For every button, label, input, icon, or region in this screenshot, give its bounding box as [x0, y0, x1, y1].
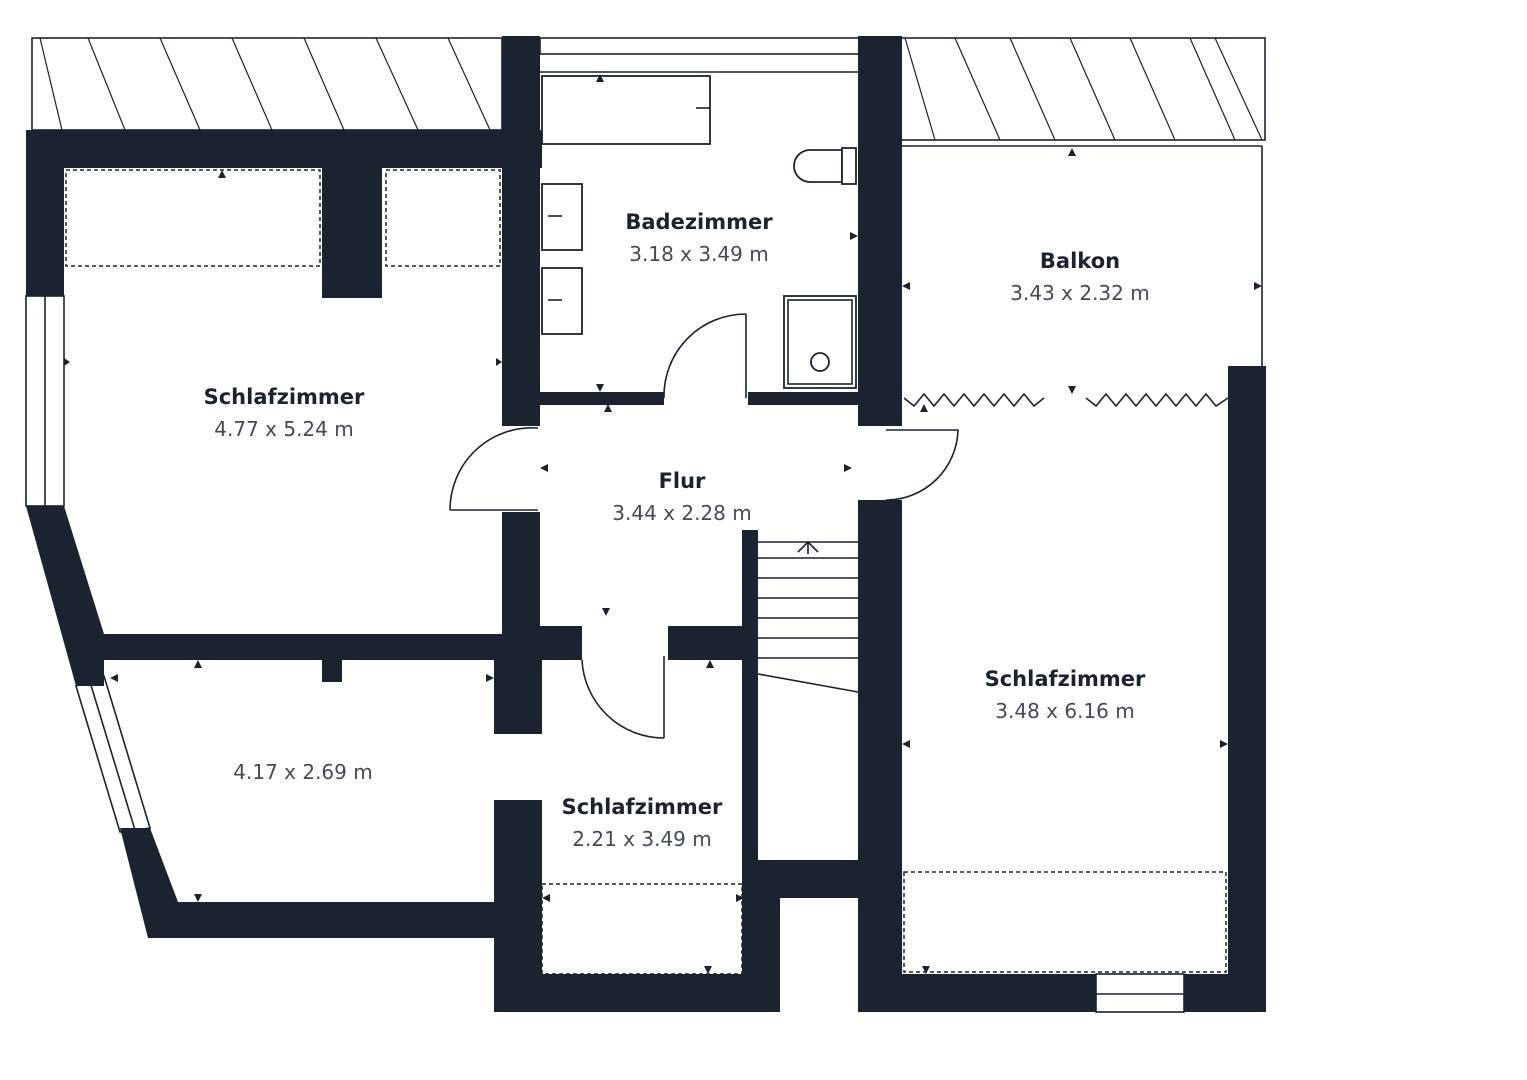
built-in-areas: [65, 169, 1227, 975]
room-sw: 4.17 x 2.69 m: [233, 760, 372, 784]
room-name: Schlafzimmer: [204, 385, 365, 409]
room-dimensions: 3.48 x 6.16 m: [995, 699, 1134, 723]
walls: [26, 36, 1266, 1012]
balcony-railing: [902, 145, 1263, 366]
washbasin-2: [541, 267, 583, 335]
dimension-markers: [64, 74, 1262, 974]
staircase: [757, 540, 859, 693]
room-name: Flur: [659, 469, 706, 493]
room-dimensions: 4.77 x 5.24 m: [214, 417, 353, 441]
room-dimensions: 3.18 x 3.49 m: [629, 242, 768, 266]
toilet: [793, 147, 857, 185]
washbasin-1: [541, 183, 583, 251]
room-dimensions: 2.21 x 3.49 m: [572, 827, 711, 851]
door-swings: [449, 313, 959, 739]
west-window-lower: [75, 674, 152, 833]
bathroom-window: [539, 37, 861, 73]
room-badezimmer: Badezimmer 3.18 x 3.49 m: [625, 210, 773, 266]
bathtub: [541, 75, 711, 145]
room-dimensions: 4.17 x 2.69 m: [233, 760, 372, 784]
south-window-east: [1095, 973, 1185, 1013]
room-schlafzimmer-s: Schlafzimmer 2.21 x 3.49 m: [562, 795, 723, 851]
folding-door-balcony: [903, 392, 1229, 408]
room-name: Schlafzimmer: [562, 795, 723, 819]
room-dimensions: 3.44 x 2.28 m: [612, 501, 751, 525]
room-schlafzimmer-nw: Schlafzimmer 4.77 x 5.24 m: [204, 385, 365, 441]
room-dimensions: 3.43 x 2.32 m: [1010, 281, 1149, 305]
roof-overhang-west: [31, 37, 503, 131]
roof-overhang-east: [899, 37, 1266, 141]
room-name: Balkon: [1040, 249, 1120, 273]
room-name: Schlafzimmer: [985, 667, 1146, 691]
room-schlafzimmer-e: Schlafzimmer 3.48 x 6.16 m: [985, 667, 1146, 723]
room-flur: Flur 3.44 x 2.28 m: [612, 469, 751, 525]
west-window-upper: [25, 295, 65, 507]
shower: [783, 295, 857, 389]
room-balkon: Balkon 3.43 x 2.32 m: [1010, 249, 1149, 305]
room-name: Badezimmer: [625, 210, 773, 234]
